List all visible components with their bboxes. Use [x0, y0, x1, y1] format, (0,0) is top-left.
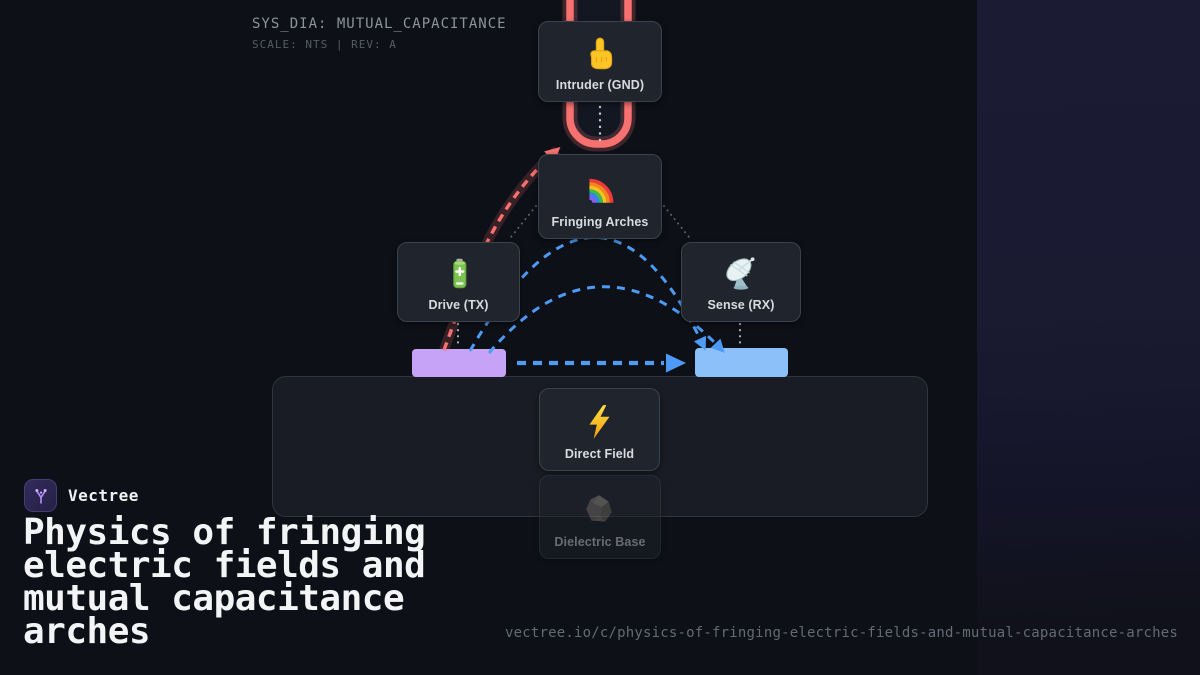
- node-label: Drive (TX): [428, 298, 489, 312]
- node-label: Fringing Arches: [551, 215, 649, 229]
- node-direct-field: Direct Field: [539, 388, 660, 471]
- rainbow-icon: [581, 155, 619, 215]
- vectree-branch-icon: [34, 488, 47, 504]
- rock-icon: [581, 476, 619, 535]
- page-title: Physics of fringing electric fields and …: [23, 512, 426, 652]
- battery-icon: [440, 243, 478, 298]
- lightning-icon: [581, 389, 619, 447]
- system-diagram-label: SYS_DIA: MUTUAL_CAPACITANCE: [252, 16, 507, 32]
- right-accent-panel: [977, 0, 1200, 675]
- node-label: Sense (RX): [707, 298, 775, 312]
- rx-electrode-bar: [695, 348, 788, 377]
- node-dielectric-base: Dielectric Base: [539, 475, 661, 559]
- node-intruder: Intruder (GND): [538, 21, 662, 102]
- node-label: Intruder (GND): [555, 78, 645, 92]
- node-sense-rx: Sense (RX): [681, 242, 801, 322]
- node-fringing-arches: Fringing Arches: [538, 154, 662, 239]
- fringing-drive-dotted-link: [510, 205, 537, 238]
- fringing-sense-dotted-link: [663, 205, 690, 238]
- node-drive-tx: Drive (TX): [397, 242, 520, 322]
- brand-name: Vectree: [68, 486, 139, 505]
- direct-field-arrow: [517, 353, 686, 373]
- scale-revision-label: SCALE: NTS | REV: A: [252, 38, 397, 51]
- satellite-dish-icon: [722, 243, 760, 298]
- page-url: vectree.io/c/physics-of-fringing-electri…: [504, 625, 1178, 641]
- vectree-logo: [24, 479, 57, 512]
- pointing-hand-icon: [581, 22, 619, 78]
- node-label: Dielectric Base: [554, 535, 646, 549]
- node-label: Direct Field: [564, 447, 635, 461]
